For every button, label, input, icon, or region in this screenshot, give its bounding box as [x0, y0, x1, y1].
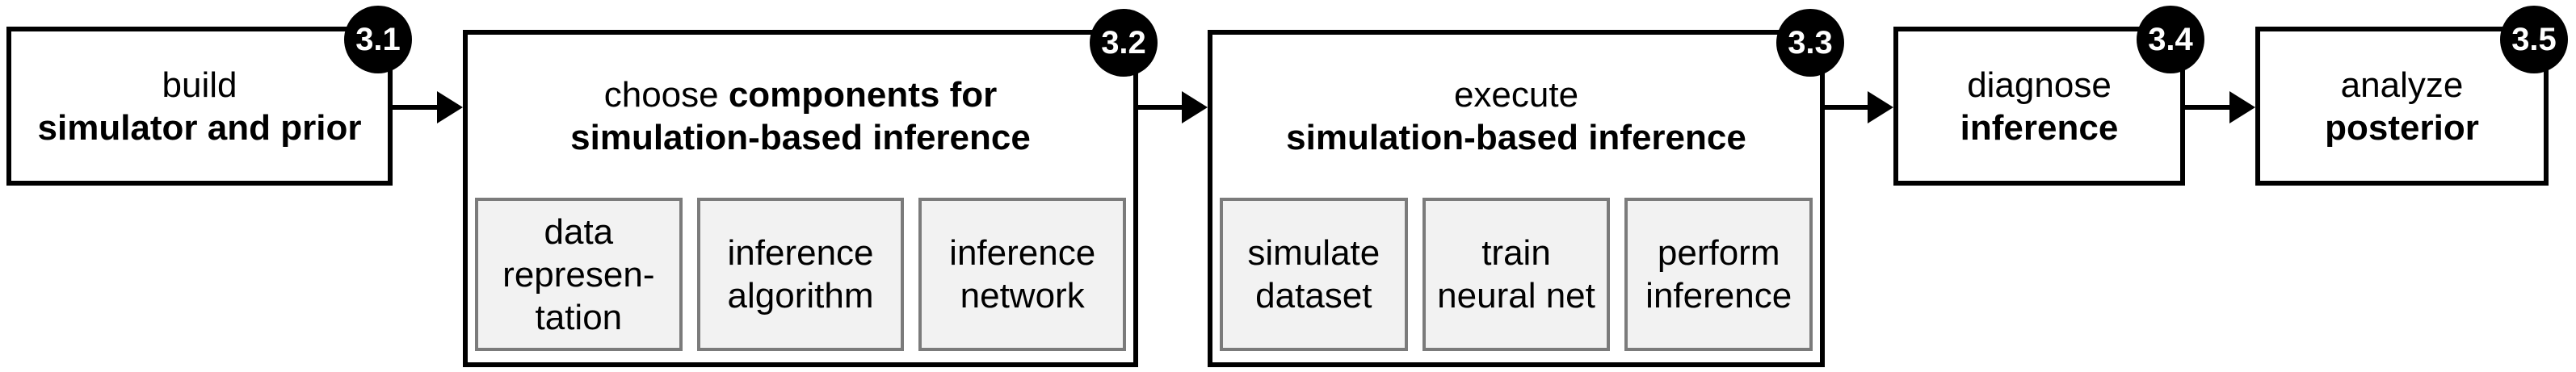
step-box-analyze-posterior: 3.5 analyze posterior — [2255, 6, 2568, 186]
title-text-bold: simulation-based inference — [1286, 118, 1746, 157]
step-title: build simulator and prior — [11, 31, 388, 181]
step-box-diagnose-inference: 3.4 diagnose inference — [1893, 6, 2204, 186]
component-label-line: algorithm — [727, 276, 874, 316]
component-label-line: perform — [1657, 233, 1780, 273]
title-text-bold: posterior — [2325, 107, 2479, 148]
step-title-line: simulation-based inference — [1212, 116, 1820, 159]
component-box-perform-inference: perform inference — [1624, 198, 1813, 351]
component-box-train-neural-net: train neural net — [1422, 198, 1611, 351]
step-title-line: posterior — [2260, 107, 2544, 149]
component-label-line: simulate — [1247, 233, 1380, 273]
component-box-inference-network: inference network — [918, 198, 1127, 351]
step-title-line: analyze — [2260, 64, 2544, 107]
step-badge-3-5: 3.5 — [2500, 6, 2568, 73]
title-text-bold: inference — [1960, 107, 2119, 148]
arrow-line — [1825, 105, 1871, 110]
step-title: choose components for simulation-based i… — [468, 35, 1133, 198]
step-box-build-simulator-and-prior: 3.1 build simulator and prior — [6, 6, 412, 186]
step-title: execute simulation-based inference — [1212, 35, 1820, 198]
step-badge-3-2: 3.2 — [1090, 9, 1158, 77]
title-text-plain: build — [162, 65, 237, 105]
step-title-line: execute — [1212, 73, 1820, 116]
component-label-line: inference — [1645, 276, 1792, 316]
step-badge-3-3: 3.3 — [1776, 9, 1844, 77]
flow-arrow-1 — [393, 91, 463, 123]
arrowhead-icon — [1182, 91, 1208, 123]
arrow-line — [2185, 105, 2233, 110]
title-text-plain: choose — [603, 75, 729, 115]
component-label-line: train — [1481, 233, 1551, 273]
component-row: data represen- tation inference algorith… — [468, 198, 1133, 351]
step-title-line: simulator and prior — [11, 107, 388, 149]
component-label-line: represen- — [502, 254, 655, 295]
step-title-line: simulation-based inference — [468, 116, 1133, 159]
flow-arrow-2 — [1138, 91, 1208, 123]
component-label-line: network — [960, 276, 1085, 316]
component-label-line: neural net — [1437, 276, 1595, 316]
title-text-plain: diagnose — [1967, 65, 2112, 105]
step-box-execute-sbi: 3.3 execute simulation-based inference s… — [1208, 9, 1844, 367]
component-label-line: tation — [535, 297, 623, 337]
component-label-line: dataset — [1255, 276, 1372, 316]
arrowhead-icon — [1868, 91, 1893, 123]
flow-arrow-4 — [2185, 91, 2255, 123]
title-text-bold: simulation-based inference — [570, 118, 1031, 157]
step-title-line: diagnose — [1898, 64, 2180, 107]
component-label-line: inference — [727, 233, 874, 273]
title-text-plain: execute — [1453, 75, 1579, 115]
arrowhead-icon — [437, 91, 463, 123]
step-title: diagnose inference — [1898, 31, 2180, 181]
step-title-line: inference — [1898, 107, 2180, 149]
step-badge-3-4: 3.4 — [2137, 6, 2204, 73]
title-text-plain: analyze — [2340, 65, 2464, 105]
step-box-choose-components: 3.2 choose components for simulation-bas… — [463, 9, 1158, 367]
flow-arrow-3 — [1825, 91, 1893, 123]
component-box-data-representation: data represen- tation — [475, 198, 683, 351]
title-text-bold: components for — [728, 75, 998, 115]
step-title-line: build — [11, 64, 388, 107]
step-title: analyze posterior — [2260, 31, 2544, 181]
component-label-line: data — [544, 211, 614, 252]
arrow-line — [1138, 105, 1185, 110]
step-title-line: choose components for — [468, 73, 1133, 116]
step-badge-3-1: 3.1 — [344, 6, 412, 73]
component-box-simulate-dataset: simulate dataset — [1220, 198, 1408, 351]
component-label-line: inference — [949, 233, 1096, 273]
arrow-line — [393, 105, 440, 110]
arrowhead-icon — [2229, 91, 2255, 123]
title-text-bold: simulator and prior — [37, 107, 362, 148]
component-box-inference-algorithm: inference algorithm — [696, 198, 905, 351]
component-row: simulate dataset train neural net perfor… — [1212, 198, 1820, 351]
